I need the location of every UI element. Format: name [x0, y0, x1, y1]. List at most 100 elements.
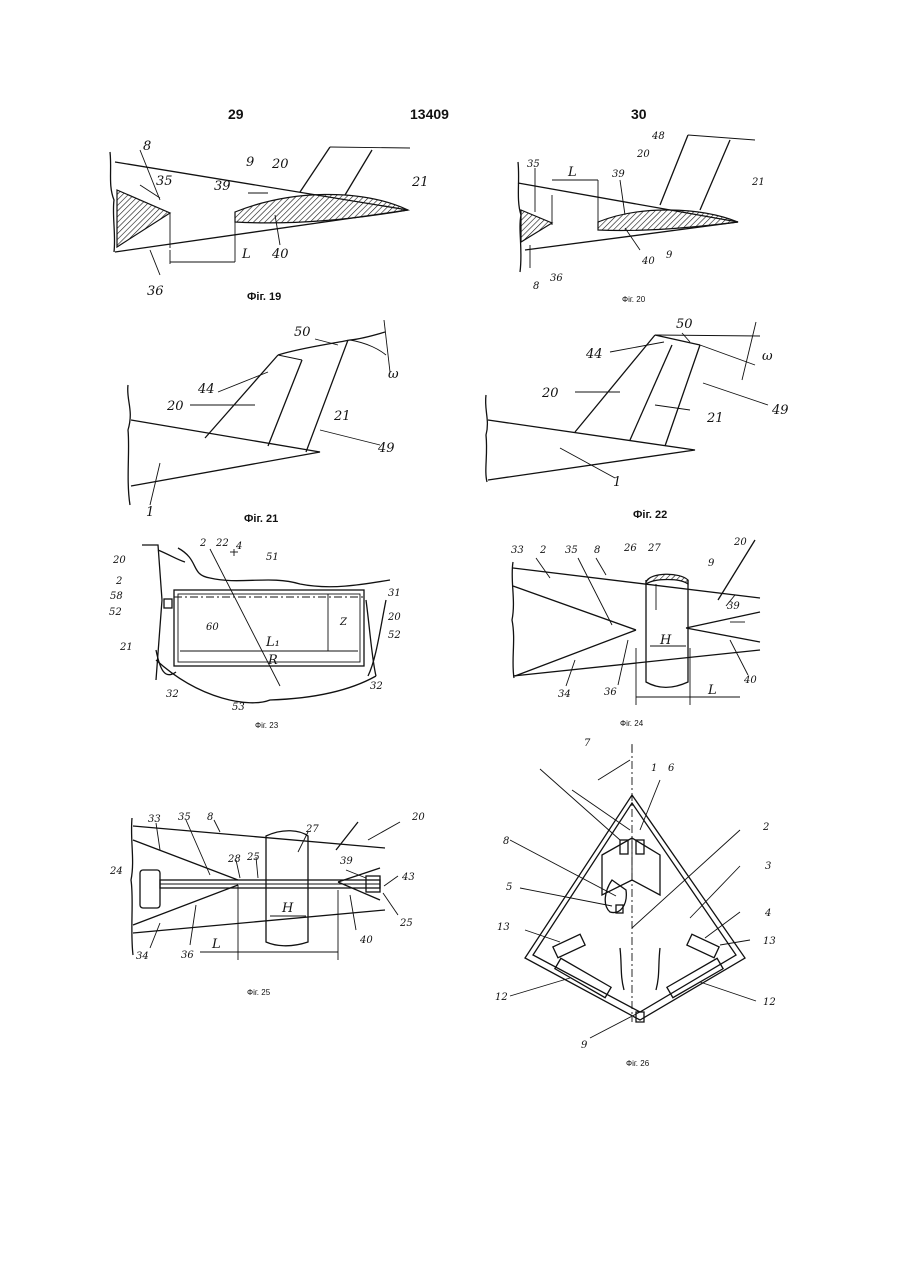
- fig25-label-H: H: [281, 901, 294, 916]
- fig24-label-35: 35: [565, 545, 578, 556]
- figure-20: 35 L 39 48 20 21 40 9 36 8 Фіг. 20: [518, 131, 765, 304]
- fig23-label-20a: 20: [112, 555, 126, 566]
- page-number-right: 30: [631, 106, 647, 122]
- fig22-label-omega: ω: [762, 349, 773, 364]
- fig20-label-35: 35: [527, 159, 540, 170]
- figure-23: 20 2 22 4 51 2 31 58 52 20 60 Z 52 21 L₁…: [109, 538, 401, 730]
- fig21-label-50: 50: [294, 325, 311, 340]
- fig24-label-34: 34: [558, 689, 571, 700]
- fig23-label-4: 4: [235, 541, 242, 552]
- fig24-caption: Фіг. 24: [620, 719, 644, 728]
- fig26-caption: Фіг. 26: [626, 1059, 650, 1068]
- fig19-label-21: 21: [411, 175, 429, 190]
- fig21-label-1: 1: [146, 505, 154, 520]
- fig19-label-L: L: [241, 247, 251, 262]
- fig21-label-omega: ω: [388, 367, 399, 382]
- fig22-label-1: 1: [613, 475, 621, 490]
- fig20-label-39: 39: [612, 169, 625, 180]
- fig25-label-27: 27: [305, 824, 319, 835]
- fig25-label-33: 33: [148, 814, 161, 825]
- fig24-label-39: 39: [727, 601, 740, 612]
- fig22-caption: Фіг. 22: [633, 509, 667, 521]
- fig26-label-12a: 12: [495, 992, 508, 1003]
- fig20-label-21: 21: [751, 177, 765, 188]
- fig19-label-8: 8: [143, 139, 151, 154]
- fig23-label-22: 22: [215, 538, 229, 549]
- fig23-label-31: 31: [388, 588, 401, 599]
- fig23-label-53: 53: [232, 702, 245, 713]
- fig23-label-L1: L₁: [265, 635, 280, 650]
- fig26-label-13b: 13: [763, 936, 776, 947]
- fig23-label-20b: 20: [387, 612, 401, 623]
- figure-26: 7 1 6 2 8 3 5 4 13 13 12 12 9 Фіг. 26: [495, 738, 776, 1068]
- figure-19: 8 35 9 20 39 21 L 40 36 Фіг. 19: [110, 139, 429, 303]
- fig26-label-3: 3: [765, 861, 771, 872]
- fig19-label-39: 39: [214, 179, 231, 194]
- fig23-label-32b: 32: [370, 681, 383, 692]
- fig19-label-40: 40: [271, 247, 289, 262]
- fig26-label-9: 9: [581, 1040, 588, 1051]
- fig23-label-21: 21: [119, 642, 133, 653]
- fig23-label-2b: 2: [115, 576, 122, 587]
- fig20-label-L: L: [567, 165, 577, 180]
- fig24-label-33: 33: [511, 545, 524, 556]
- fig19-label-9: 9: [246, 155, 254, 170]
- fig22-label-49: 49: [771, 403, 789, 418]
- fig23-label-52b: 52: [388, 630, 401, 641]
- fig25-label-8: 8: [207, 812, 213, 823]
- fig20-label-40: 40: [641, 256, 655, 267]
- fig21-label-20: 20: [166, 399, 184, 414]
- fig26-label-8: 8: [503, 836, 509, 847]
- fig24-label-27: 27: [647, 543, 661, 554]
- fig20-label-9: 9: [666, 250, 673, 261]
- fig20-label-8: 8: [533, 281, 539, 292]
- fig24-label-26: 26: [623, 543, 637, 554]
- fig19-label-36: 36: [147, 284, 164, 299]
- fig24-label-2: 2: [539, 545, 546, 556]
- fig24-label-20: 20: [733, 537, 747, 548]
- fig25-label-43: 43: [401, 872, 415, 883]
- fig25-label-40: 40: [359, 935, 373, 946]
- fig19-caption: Фіг. 19: [247, 291, 281, 303]
- fig25-label-36: 36: [181, 950, 194, 961]
- fig21-label-21: 21: [333, 409, 351, 424]
- fig26-label-5: 5: [506, 882, 512, 893]
- fig24-label-L: L: [707, 683, 717, 698]
- fig26-label-13a: 13: [497, 922, 510, 933]
- fig25-label-39: 39: [340, 856, 353, 867]
- fig25-label-34: 34: [136, 951, 149, 962]
- fig23-label-32a: 32: [166, 689, 179, 700]
- fig25-label-L: L: [211, 937, 221, 952]
- patent-number: 13409: [410, 106, 449, 122]
- fig23-label-Z: Z: [339, 617, 348, 628]
- fig25-label-28: 28: [227, 854, 241, 865]
- figure-22: 50 ω 44 20 21 49 1 Фіг. 22: [486, 317, 789, 521]
- fig23-label-60: 60: [206, 622, 219, 633]
- fig26-label-2: 2: [762, 822, 769, 833]
- figure-21: 50 ω 44 20 21 49 1 Фіг. 21: [128, 320, 399, 525]
- fig21-caption: Фіг. 21: [244, 513, 278, 525]
- fig25-caption: Фіг. 25: [247, 988, 271, 997]
- fig26-label-6: 6: [668, 763, 675, 774]
- fig23-label-51: 51: [266, 552, 279, 563]
- fig26-label-7: 7: [584, 738, 591, 749]
- fig24-label-H: H: [659, 633, 672, 648]
- fig26-label-4: 4: [764, 908, 771, 919]
- fig25-label-35: 35: [178, 812, 191, 823]
- fig23-label-R: R: [267, 653, 278, 668]
- fig22-label-44: 44: [585, 347, 603, 362]
- fig25-label-24: 24: [109, 866, 123, 877]
- fig19-label-35: 35: [156, 174, 173, 189]
- fig24-label-8: 8: [594, 545, 600, 556]
- fig19-label-20: 20: [271, 157, 289, 172]
- fig23-label-2a: 2: [199, 538, 206, 549]
- fig23-label-58: 58: [110, 591, 123, 602]
- fig24-label-36: 36: [604, 687, 617, 698]
- fig20-label-20: 20: [636, 149, 650, 160]
- page-number-left: 29: [228, 106, 244, 122]
- fig24-label-9: 9: [708, 558, 715, 569]
- figure-24: 33 2 35 8 26 27 20 9 39 H 40 34 36 L Фіг…: [511, 537, 760, 728]
- fig23-label-52a: 52: [109, 607, 122, 618]
- fig24-label-40: 40: [743, 675, 757, 686]
